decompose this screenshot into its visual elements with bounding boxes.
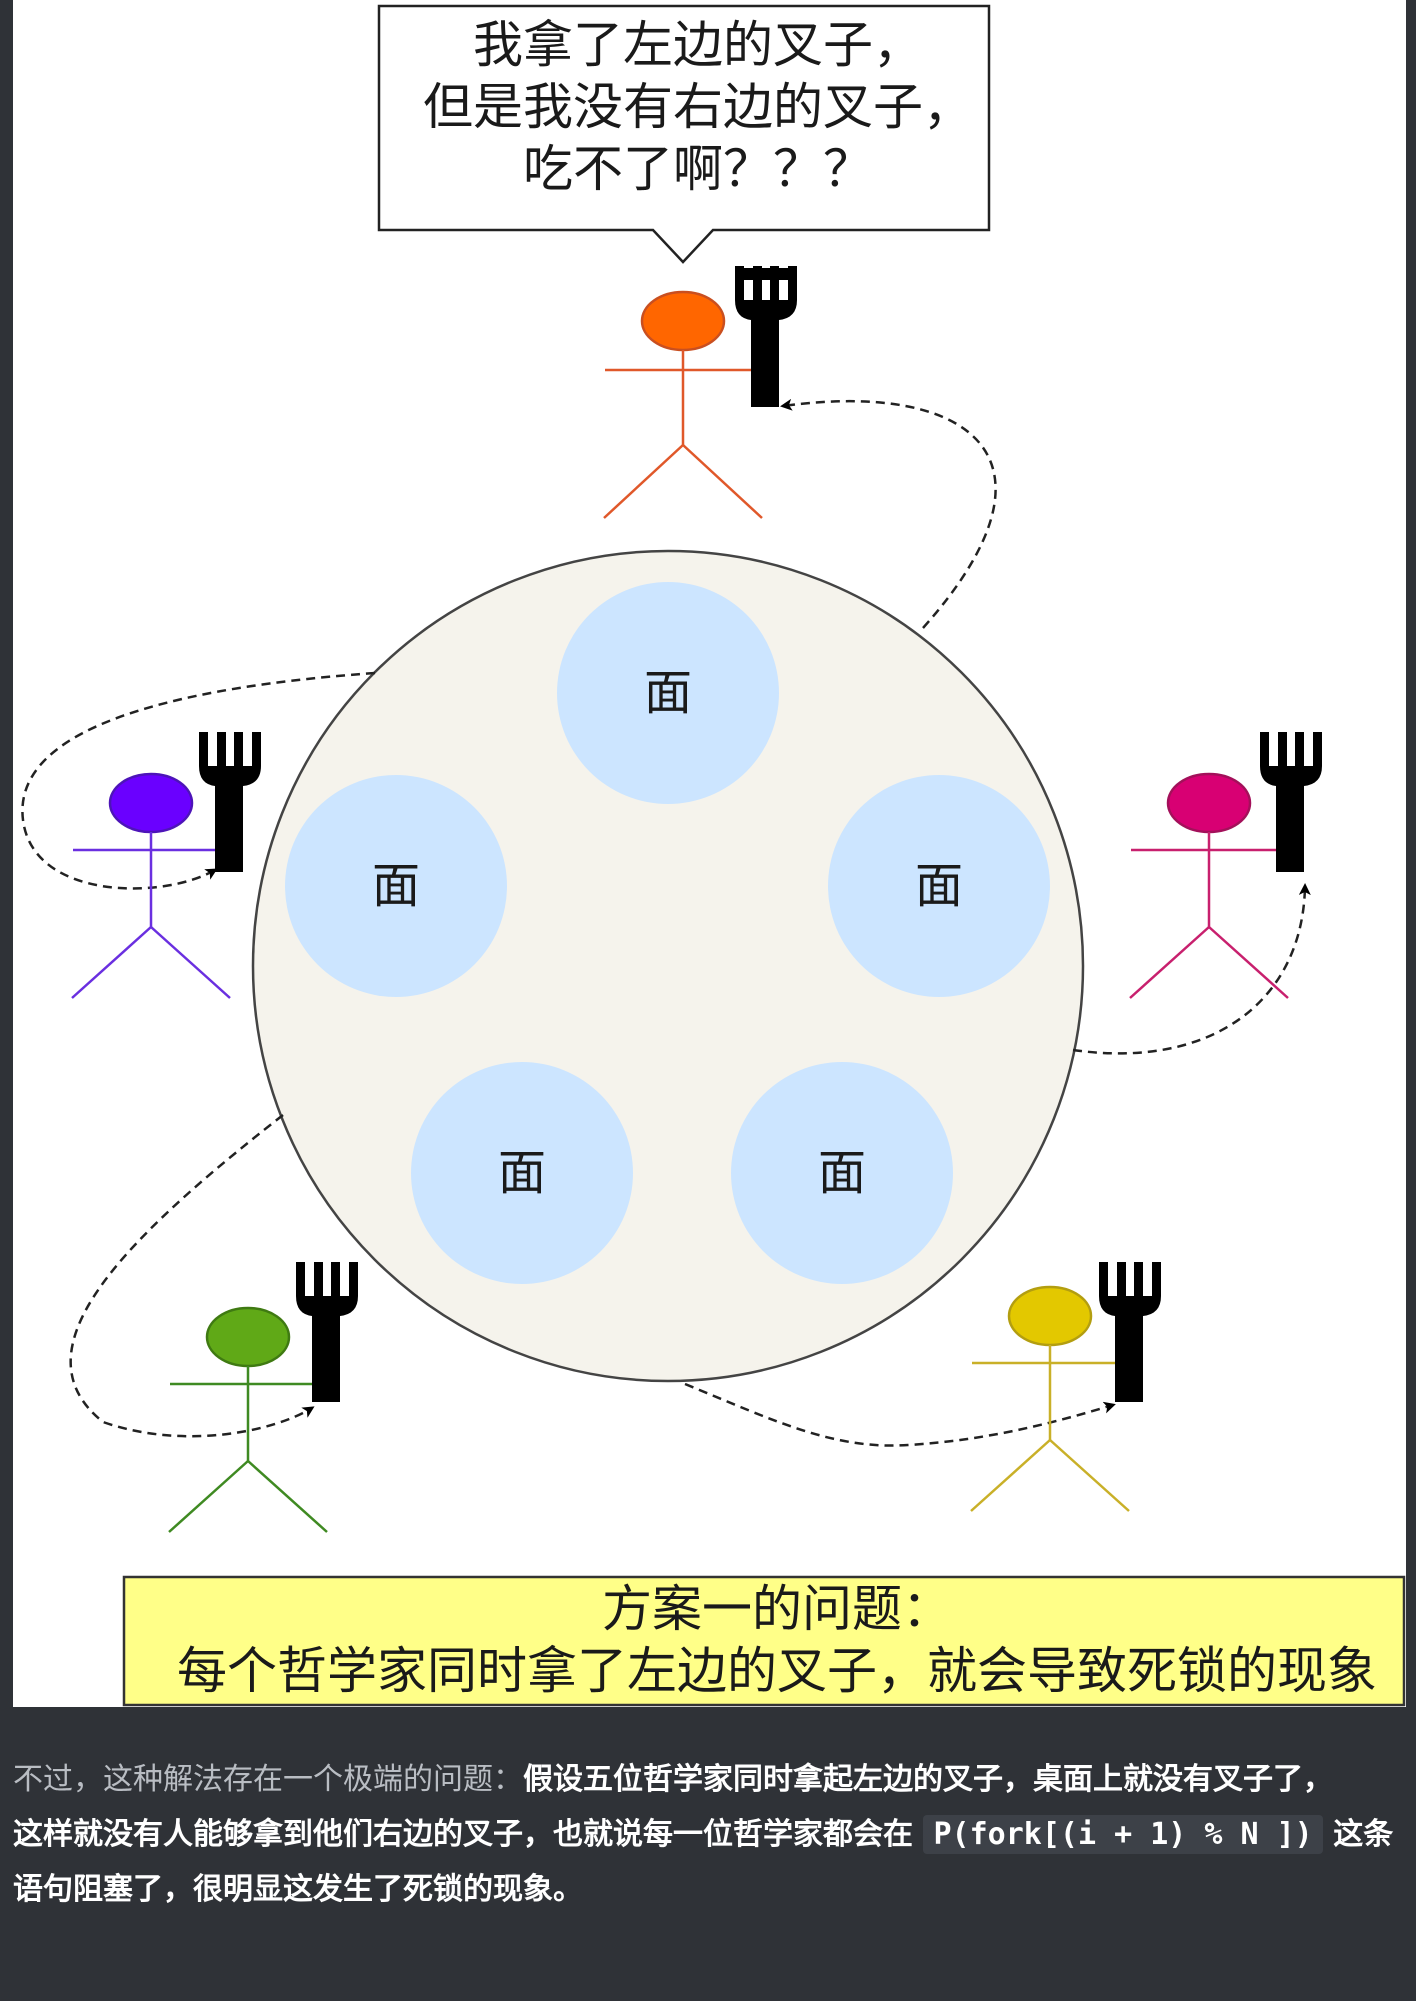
fork-bottom-right	[1099, 1262, 1161, 1402]
dining-philosophers-diagram	[21, 4, 1406, 1707]
dashed-arrow-right	[1072, 883, 1311, 1055]
paragraph-bold-1: 假设五位哲学家同时拿起左边的叉子，桌面上就没有叉子了，	[523, 1762, 1333, 1797]
plate-left	[285, 775, 507, 997]
diagram-figure: 我拿了左边的叉子， 但是我没有右边的叉子， 吃不了啊？？？ 面 面 面 面 面 …	[13, 0, 1406, 1707]
plate-label-right: 面	[914, 858, 963, 914]
paragraph-bold-3: 这条语句阻塞了，很明显这发生了死锁的现象。	[13, 1817, 1394, 1907]
philosopher-top	[603, 290, 763, 519]
dashed-arrow-bottom-left	[69, 1114, 315, 1438]
caption-text: 方案一的问题： 每个哲学家同时拿了左边的叉子，就会导致死锁的现象	[177, 1580, 1377, 1700]
plate-label-top: 面	[643, 665, 692, 721]
philosopher-right	[1129, 772, 1289, 999]
fork-left	[199, 732, 261, 872]
plate-label-bottom-left: 面	[497, 1145, 546, 1201]
fork-top	[735, 266, 797, 407]
philosopher-bottom-right	[970, 1285, 1130, 1512]
speech-bubble	[377, 4, 991, 264]
plate-bottom-left	[411, 1062, 633, 1284]
plate-right	[828, 775, 1050, 997]
dashed-arrow-left	[21, 671, 376, 890]
fork-right	[1260, 732, 1322, 872]
dashed-arrow-bottom-right	[684, 1382, 1116, 1447]
plate-bottom-right	[731, 1062, 953, 1284]
dashed-arrow-top	[780, 398, 997, 629]
paragraph-intro: 不过，这种解法存在一个极端的问题：	[13, 1762, 523, 1797]
speech-bubble-text: 我拿了左边的叉子， 但是我没有右边的叉子， 吃不了啊？？？	[423, 16, 973, 198]
caption-box	[122, 1575, 1406, 1707]
plate-label-bottom-right: 面	[817, 1145, 866, 1201]
philosopher-left	[71, 772, 231, 999]
explanation-paragraph: 不过，这种解法存在一个极端的问题：假设五位哲学家同时拿起左边的叉子，桌面上就没有…	[13, 1752, 1403, 1917]
paragraph-bold-2: 这样就没有人能够拿到他们右边的叉子，也就说每一位哲学家都会在	[13, 1817, 924, 1852]
fork-bottom-left	[296, 1262, 358, 1402]
plate-top	[557, 582, 779, 804]
inline-code: P(fork[(i + 1) % N ])	[923, 1815, 1323, 1854]
philosopher-bottom-left	[168, 1306, 328, 1533]
plate-label-left: 面	[371, 858, 420, 914]
